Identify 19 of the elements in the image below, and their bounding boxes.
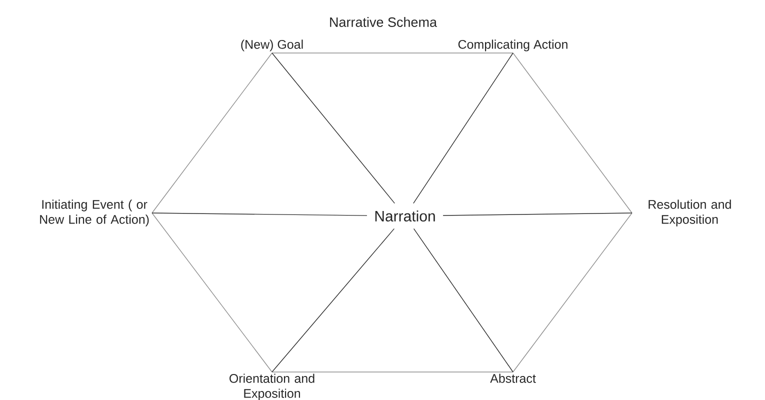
- title: Narrative Schema: [330, 17, 437, 27]
- connector-line: [512, 52, 632, 214]
- label: Initiating Event ( or New Line of Action): [40, 200, 149, 226]
- label: Resolution and Exposition: [648, 200, 731, 226]
- label: Orientation and Exposition: [230, 374, 314, 400]
- connector-line: [272, 228, 395, 372]
- label: Complicating Action: [458, 40, 568, 52]
- label: Abstract: [490, 374, 536, 383]
- connector-line: [272, 52, 395, 204]
- label: (New) Goal: [241, 40, 303, 52]
- connector-line: [152, 52, 272, 214]
- connector-line: [413, 52, 514, 204]
- connector-line: [272, 52, 514, 54]
- label: Narration: [375, 210, 435, 222]
- connector-line: [413, 228, 514, 372]
- connector-line: [152, 212, 272, 372]
- connector-line: [152, 212, 368, 216]
- connector-line: [512, 212, 632, 372]
- connector-line: [442, 212, 632, 216]
